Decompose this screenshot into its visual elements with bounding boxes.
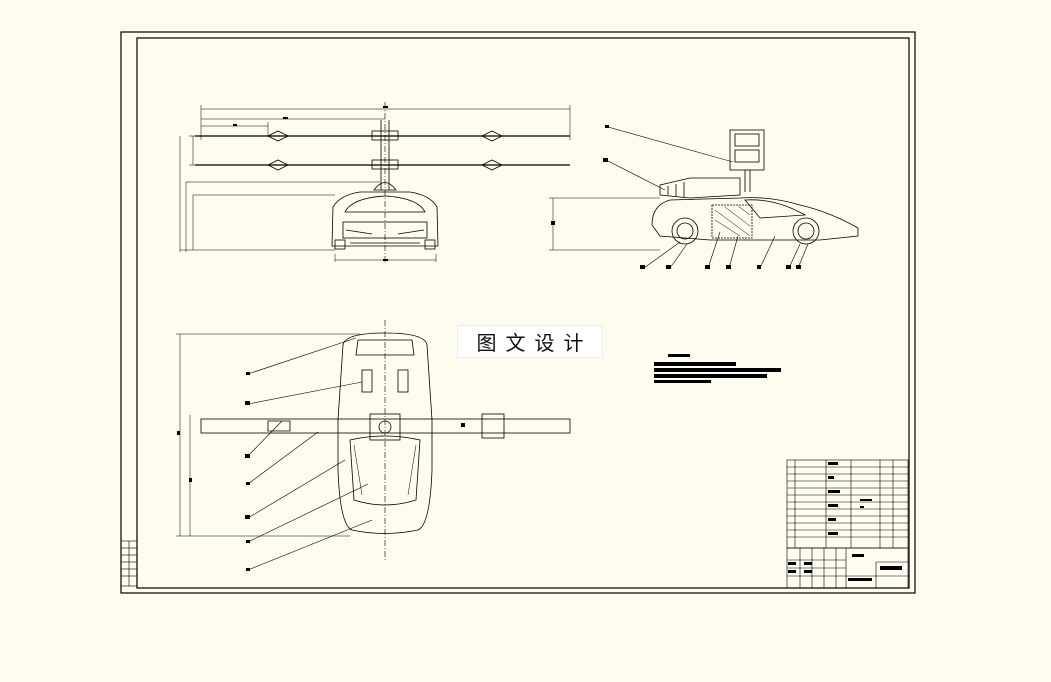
title-block [786,547,909,589]
margin-stamp-block [120,540,138,587]
technical-requirements-notes [654,354,781,383]
outer-border [120,31,916,594]
front-view [179,102,571,262]
parts-list-table [786,459,909,549]
top-view-leader-lines [247,337,373,571]
lower-rotor-blade [195,159,570,171]
upper-rotor-blade [195,130,570,142]
top-view [176,320,571,571]
inner-border [136,37,910,589]
watermark-label: 图文设计 [457,325,603,358]
front-view-dimensions [179,105,571,262]
side-view-leader-lines [605,126,809,269]
car-front-view [331,191,439,250]
side-view [549,126,859,269]
redacted-label-marks [177,106,902,581]
car-top-view [337,332,433,534]
